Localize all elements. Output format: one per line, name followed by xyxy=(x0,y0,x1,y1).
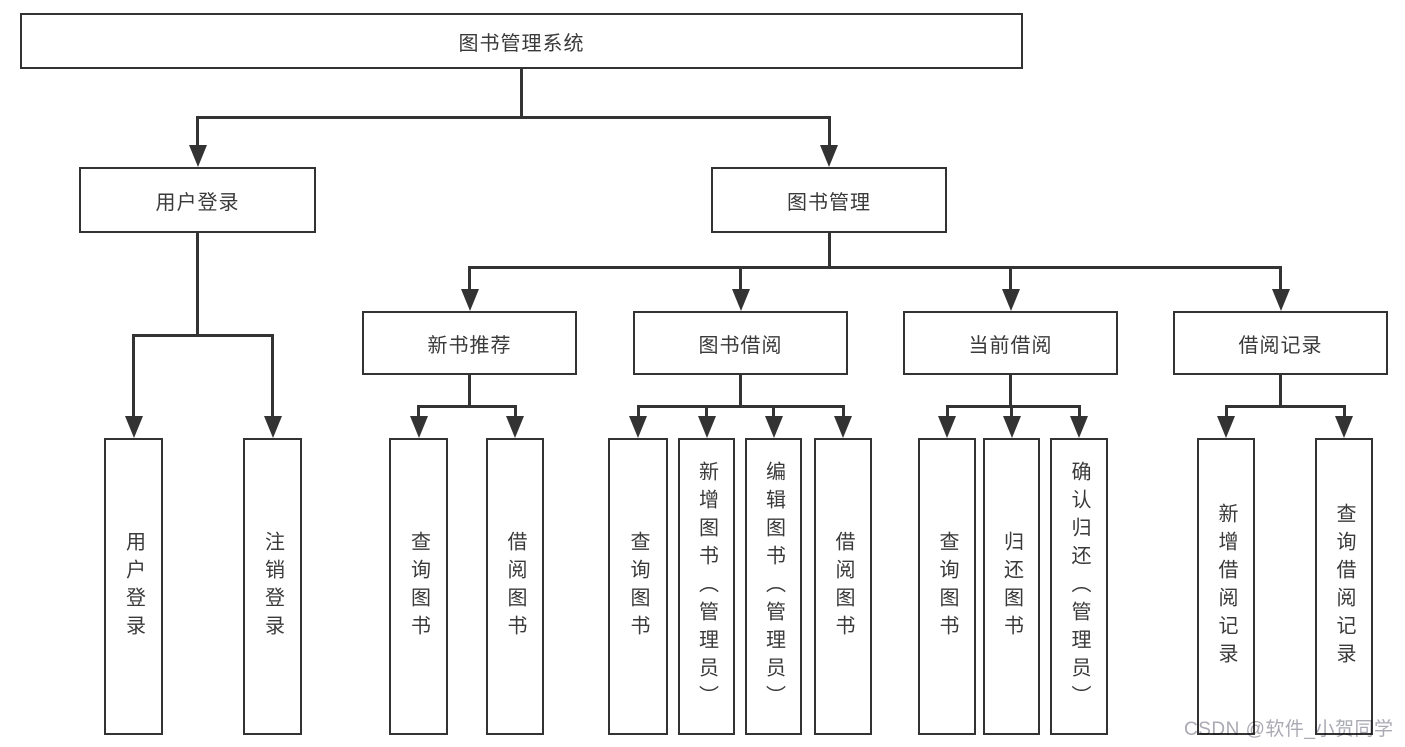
arrow-down-icon xyxy=(460,289,479,311)
connector-line xyxy=(636,405,845,408)
connector-line xyxy=(196,115,199,152)
connector-line xyxy=(827,233,831,269)
arrow-down-icon xyxy=(1001,289,1020,311)
connector-line xyxy=(132,334,135,420)
node-current-borrowing: 当前借阅 xyxy=(903,311,1118,375)
connector-line xyxy=(1009,375,1012,408)
leaf-logout: 注销登录 xyxy=(243,438,302,735)
connector-line xyxy=(827,115,831,152)
node-new-book-recommendation: 新书推荐 xyxy=(362,311,577,375)
connector-line xyxy=(1279,266,1282,294)
connector-line xyxy=(196,233,199,337)
leaf-query-borrow-record: 查询借阅记录 xyxy=(1315,438,1373,735)
connector-line xyxy=(271,334,274,420)
arrow-down-icon xyxy=(188,145,207,167)
connector-line xyxy=(132,334,274,337)
connector-line xyxy=(468,375,471,408)
arrow-down-icon xyxy=(731,289,750,311)
connector-line xyxy=(1010,405,1013,420)
arrow-down-icon xyxy=(506,416,524,438)
arrow-down-icon xyxy=(1070,416,1088,438)
csdn-watermark: CSDN @软件_小贺同学 xyxy=(1184,719,1394,740)
connector-line xyxy=(519,69,523,118)
arrow-down-icon xyxy=(263,416,282,438)
arrow-down-icon xyxy=(697,416,716,438)
leaf-edit-books-admin: 编辑图书（管理员） xyxy=(745,438,802,735)
leaf-query-books-current: 查询图书 xyxy=(918,438,976,735)
connector-line xyxy=(196,115,831,119)
node-book-borrowing: 图书借阅 xyxy=(633,311,848,375)
connector-line xyxy=(1224,405,1346,408)
arrow-down-icon xyxy=(1335,416,1353,438)
arrow-down-icon xyxy=(629,416,647,438)
arrow-down-icon xyxy=(1002,416,1021,438)
arrow-down-icon xyxy=(938,416,956,438)
arrow-down-icon xyxy=(124,416,143,438)
leaf-add-books-admin: 新增图书（管理员） xyxy=(678,438,735,735)
connector-line xyxy=(1279,375,1282,408)
node-book-management: 图书管理 xyxy=(711,167,947,233)
arrow-down-icon xyxy=(834,416,852,438)
connector-line xyxy=(945,405,1081,408)
leaf-query-books-recommend: 查询图书 xyxy=(389,438,448,735)
connector-line xyxy=(468,266,471,294)
connector-line xyxy=(705,405,708,420)
node-library-management-system: 图书管理系统 xyxy=(20,13,1023,69)
arrow-down-icon xyxy=(764,416,783,438)
connector-line xyxy=(1077,405,1081,420)
leaf-user-login: 用户登录 xyxy=(104,438,163,735)
connector-line xyxy=(468,266,1282,269)
leaf-add-borrow-record: 新增借阅记录 xyxy=(1197,438,1255,735)
connector-line xyxy=(739,266,742,294)
connector-line xyxy=(1224,405,1228,420)
leaf-borrow-books-recommend: 借阅图书 xyxy=(486,438,544,735)
arrow-down-icon xyxy=(1271,289,1290,311)
connector-line xyxy=(417,405,420,420)
leaf-return-books: 归还图书 xyxy=(983,438,1040,735)
arrow-down-icon xyxy=(820,145,838,167)
leaf-confirm-return-admin: 确认归还（管理员） xyxy=(1050,438,1108,735)
connector-line xyxy=(739,375,742,408)
connector-line xyxy=(772,405,775,420)
connector-line xyxy=(636,405,640,420)
connector-line xyxy=(841,405,845,420)
connector-line xyxy=(417,405,516,408)
leaf-borrow-books: 借阅图书 xyxy=(814,438,872,735)
arrow-down-icon xyxy=(1217,416,1235,438)
node-user-login: 用户登录 xyxy=(79,167,316,233)
leaf-query-books-borrowing: 查询图书 xyxy=(608,438,668,735)
connector-line xyxy=(945,405,949,420)
arrow-down-icon xyxy=(409,416,428,438)
connector-line xyxy=(1342,405,1346,420)
connector-line xyxy=(1009,266,1012,294)
node-borrowing-records: 借阅记录 xyxy=(1173,311,1388,375)
connector-line xyxy=(513,405,517,420)
